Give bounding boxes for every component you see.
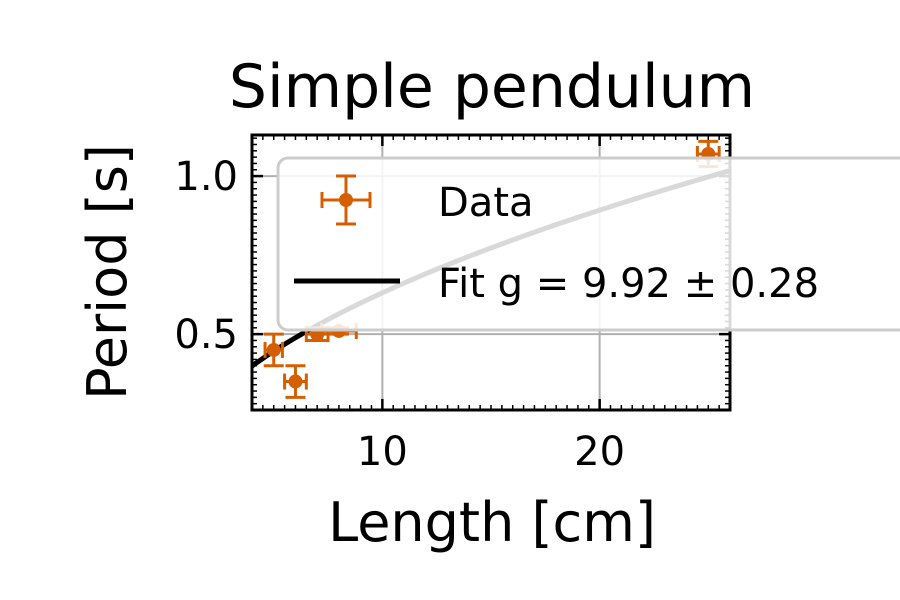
legend-box <box>276 156 900 332</box>
x-tick-label: 20 <box>574 429 625 475</box>
x-axis-label: Length [cm] <box>328 491 656 554</box>
y-axis-label: Period [s] <box>76 144 139 400</box>
y-tick-label: 1.0 <box>174 154 238 200</box>
legend-data-dot <box>339 193 353 207</box>
chart-title: Simple pendulum <box>229 52 755 122</box>
y-tick-label: 0.5 <box>174 312 238 358</box>
data-point <box>283 364 308 399</box>
data-marker <box>266 342 281 357</box>
data-marker <box>288 374 303 389</box>
data-point <box>263 332 284 368</box>
x-tick-label: 10 <box>357 429 408 475</box>
legend-data-marker <box>320 174 372 226</box>
legend-label-data: Data <box>438 180 534 226</box>
legend-label-fit: Fit g = 9.92 ± 0.28 <box>438 261 819 307</box>
